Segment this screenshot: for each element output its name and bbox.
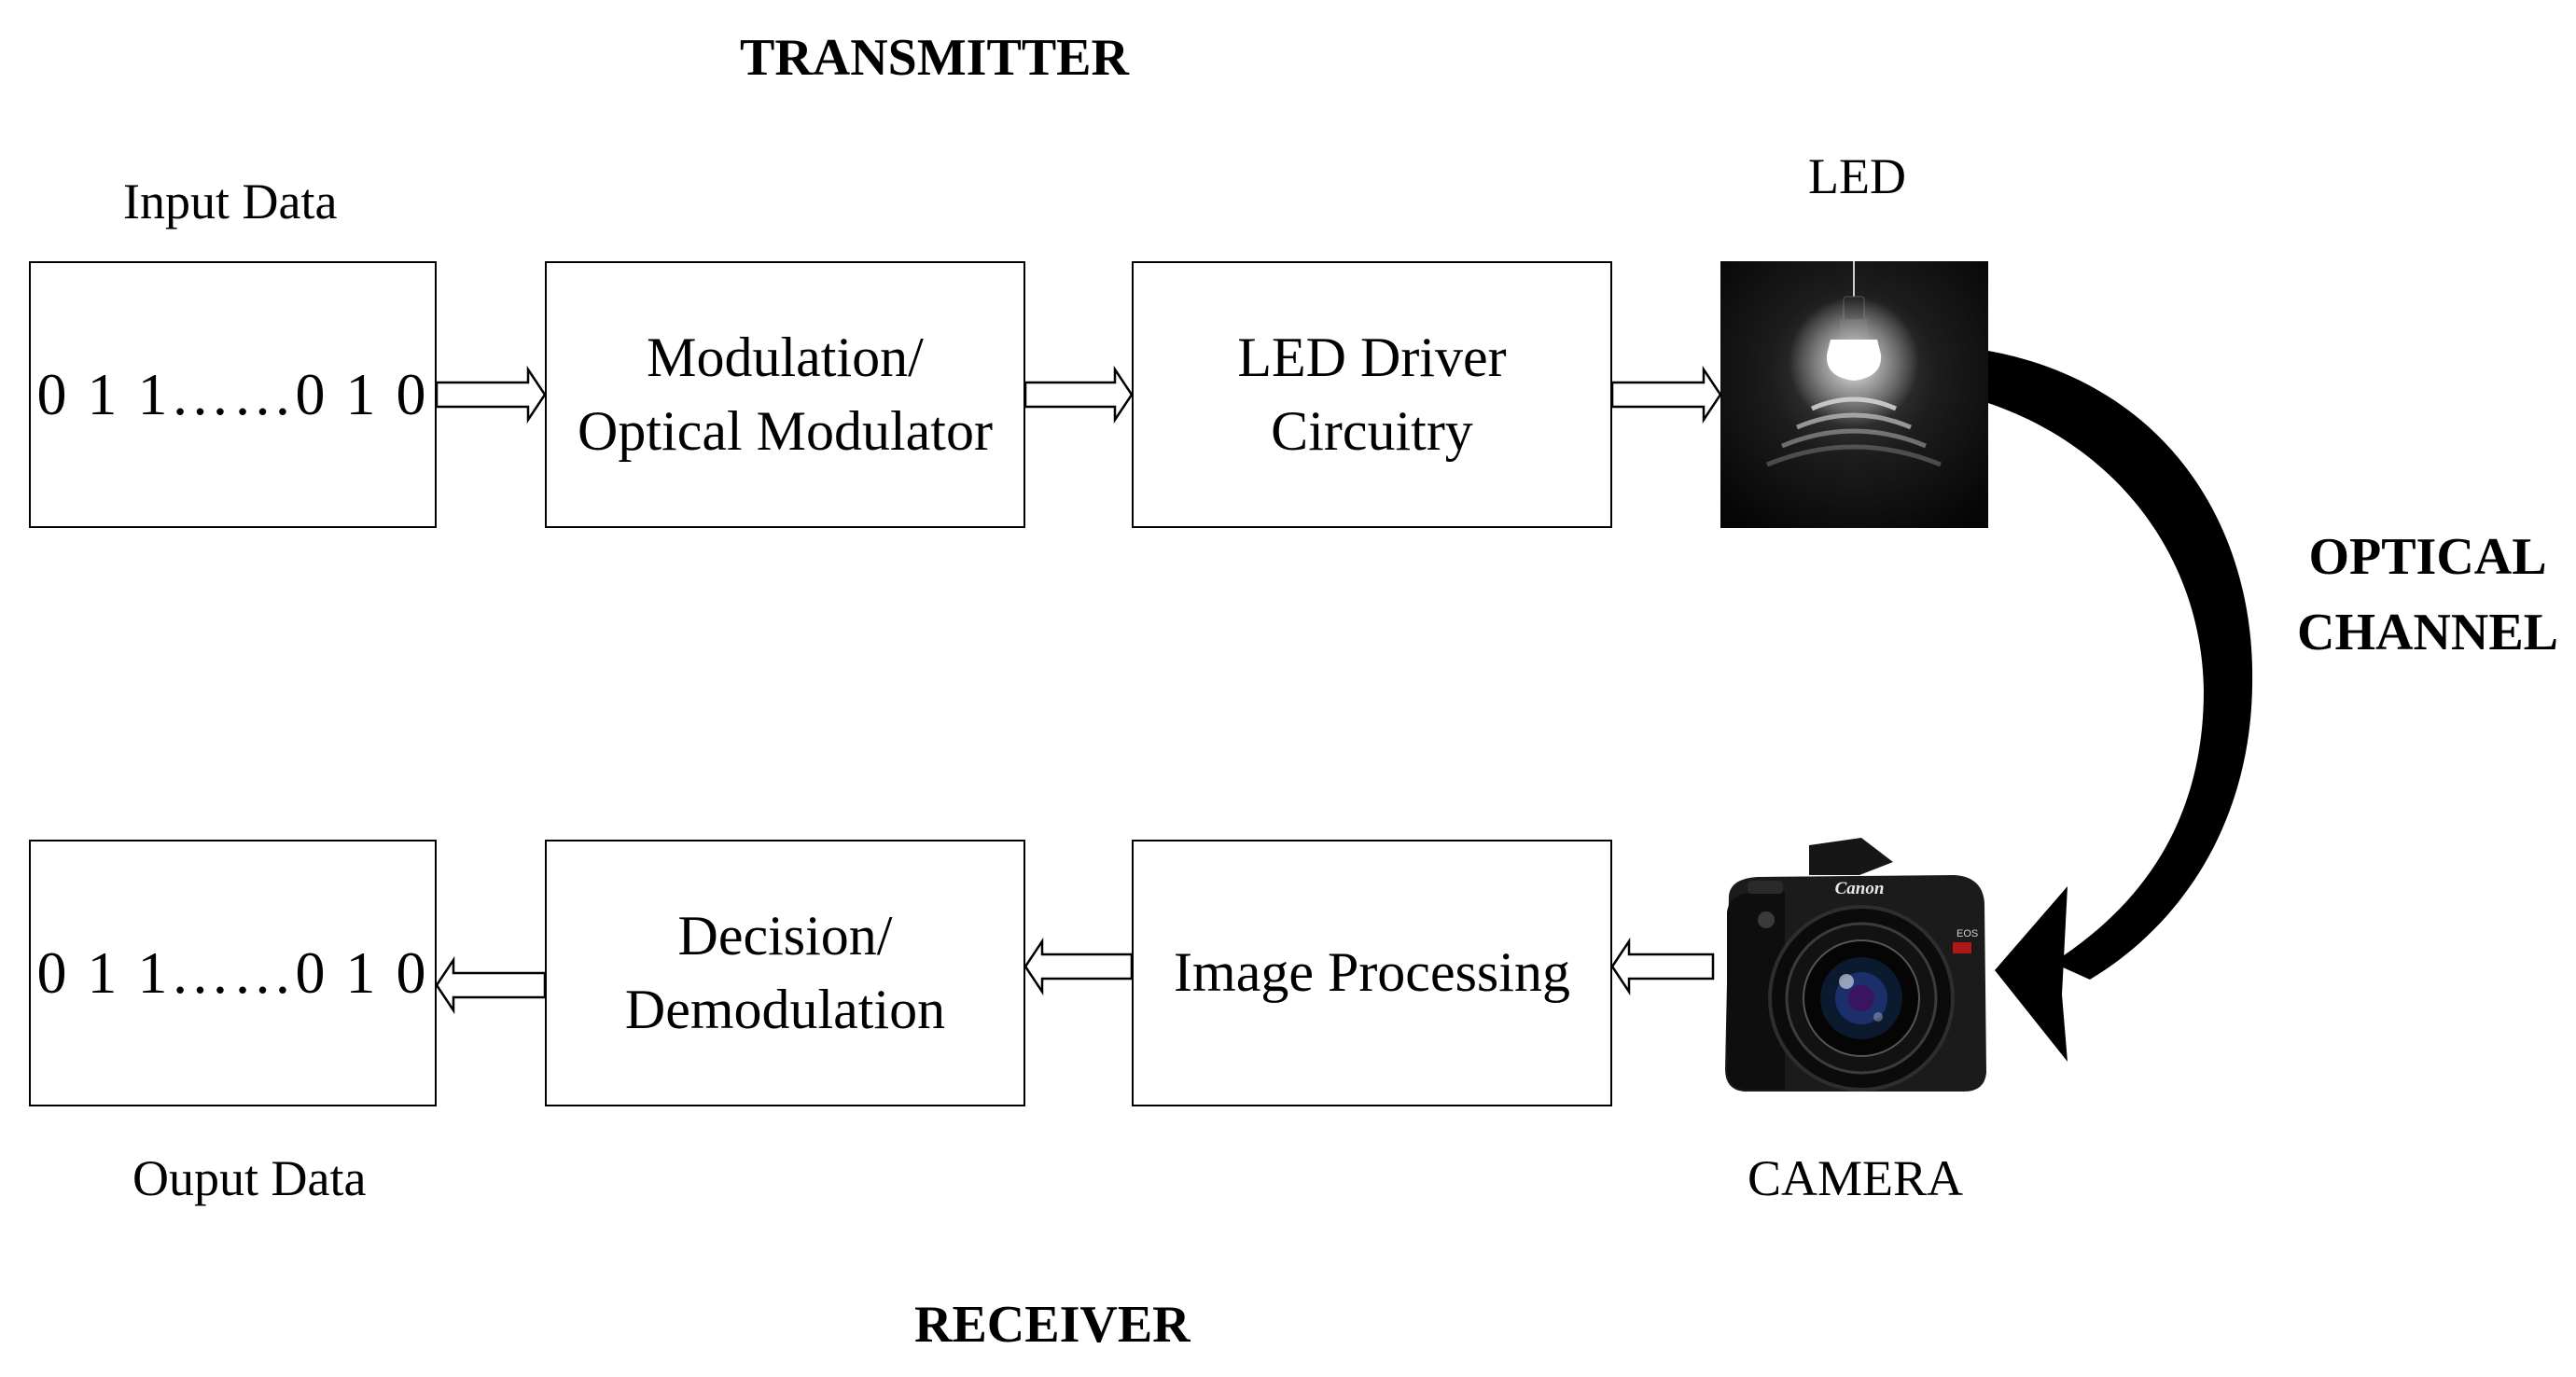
- decision-block: Decision/ Demodulation: [545, 840, 1025, 1106]
- arrow-decision-to-output: [435, 955, 547, 1015]
- camera-model: EOS: [1956, 928, 1978, 939]
- arrow-input-to-modulation: [435, 365, 547, 424]
- output-data-block: 0 1 1……0 1 0: [29, 840, 437, 1106]
- output-bits: 0 1 1……0 1 0: [36, 939, 429, 1006]
- receiver-title: RECEIVER: [914, 1296, 1191, 1354]
- modulation-line2: Optical Modulator: [578, 400, 993, 462]
- camera-brand: Canon: [1835, 879, 1885, 898]
- arrow-camera-to-image-processing: [1610, 937, 1715, 996]
- arrow-modulation-to-driver: [1023, 365, 1134, 424]
- camera-icon: Canon EOS: [1720, 838, 1992, 1108]
- camera-label: CAMERA: [1748, 1150, 1964, 1206]
- led-driver-block: LED Driver Circuitry: [1132, 261, 1612, 528]
- led-label: LED: [1808, 148, 1906, 204]
- led-driver-line2: Circuitry: [1271, 400, 1473, 462]
- optical-channel-line1: OPTICAL: [2308, 528, 2547, 586]
- modulation-line1: Modulation/: [647, 326, 924, 388]
- arrow-image-processing-to-decision: [1023, 937, 1134, 996]
- decision-line1: Decision/: [677, 904, 893, 967]
- image-processing-block: Image Processing: [1132, 840, 1612, 1106]
- arrow-driver-to-led: [1610, 365, 1722, 424]
- optical-channel-arrow: [1988, 351, 2253, 1062]
- input-data-label: Input Data: [123, 174, 338, 230]
- output-data-label: Ouput Data: [132, 1150, 367, 1206]
- input-bits: 0 1 1……0 1 0: [36, 360, 429, 427]
- image-processing-label: Image Processing: [1174, 941, 1570, 1004]
- transmitter-title: TRANSMITTER: [740, 29, 1129, 87]
- optical-channel-title: OPTICAL CHANNEL: [2297, 520, 2558, 671]
- led-bulb-icon: [1720, 261, 1988, 528]
- led-driver-line1: LED Driver: [1237, 326, 1507, 388]
- decision-line2: Demodulation: [624, 979, 946, 1040]
- optical-channel-line2: CHANNEL: [2297, 604, 2559, 662]
- input-data-block: 0 1 1……0 1 0: [29, 261, 437, 528]
- modulation-block: Modulation/ Optical Modulator: [545, 261, 1025, 528]
